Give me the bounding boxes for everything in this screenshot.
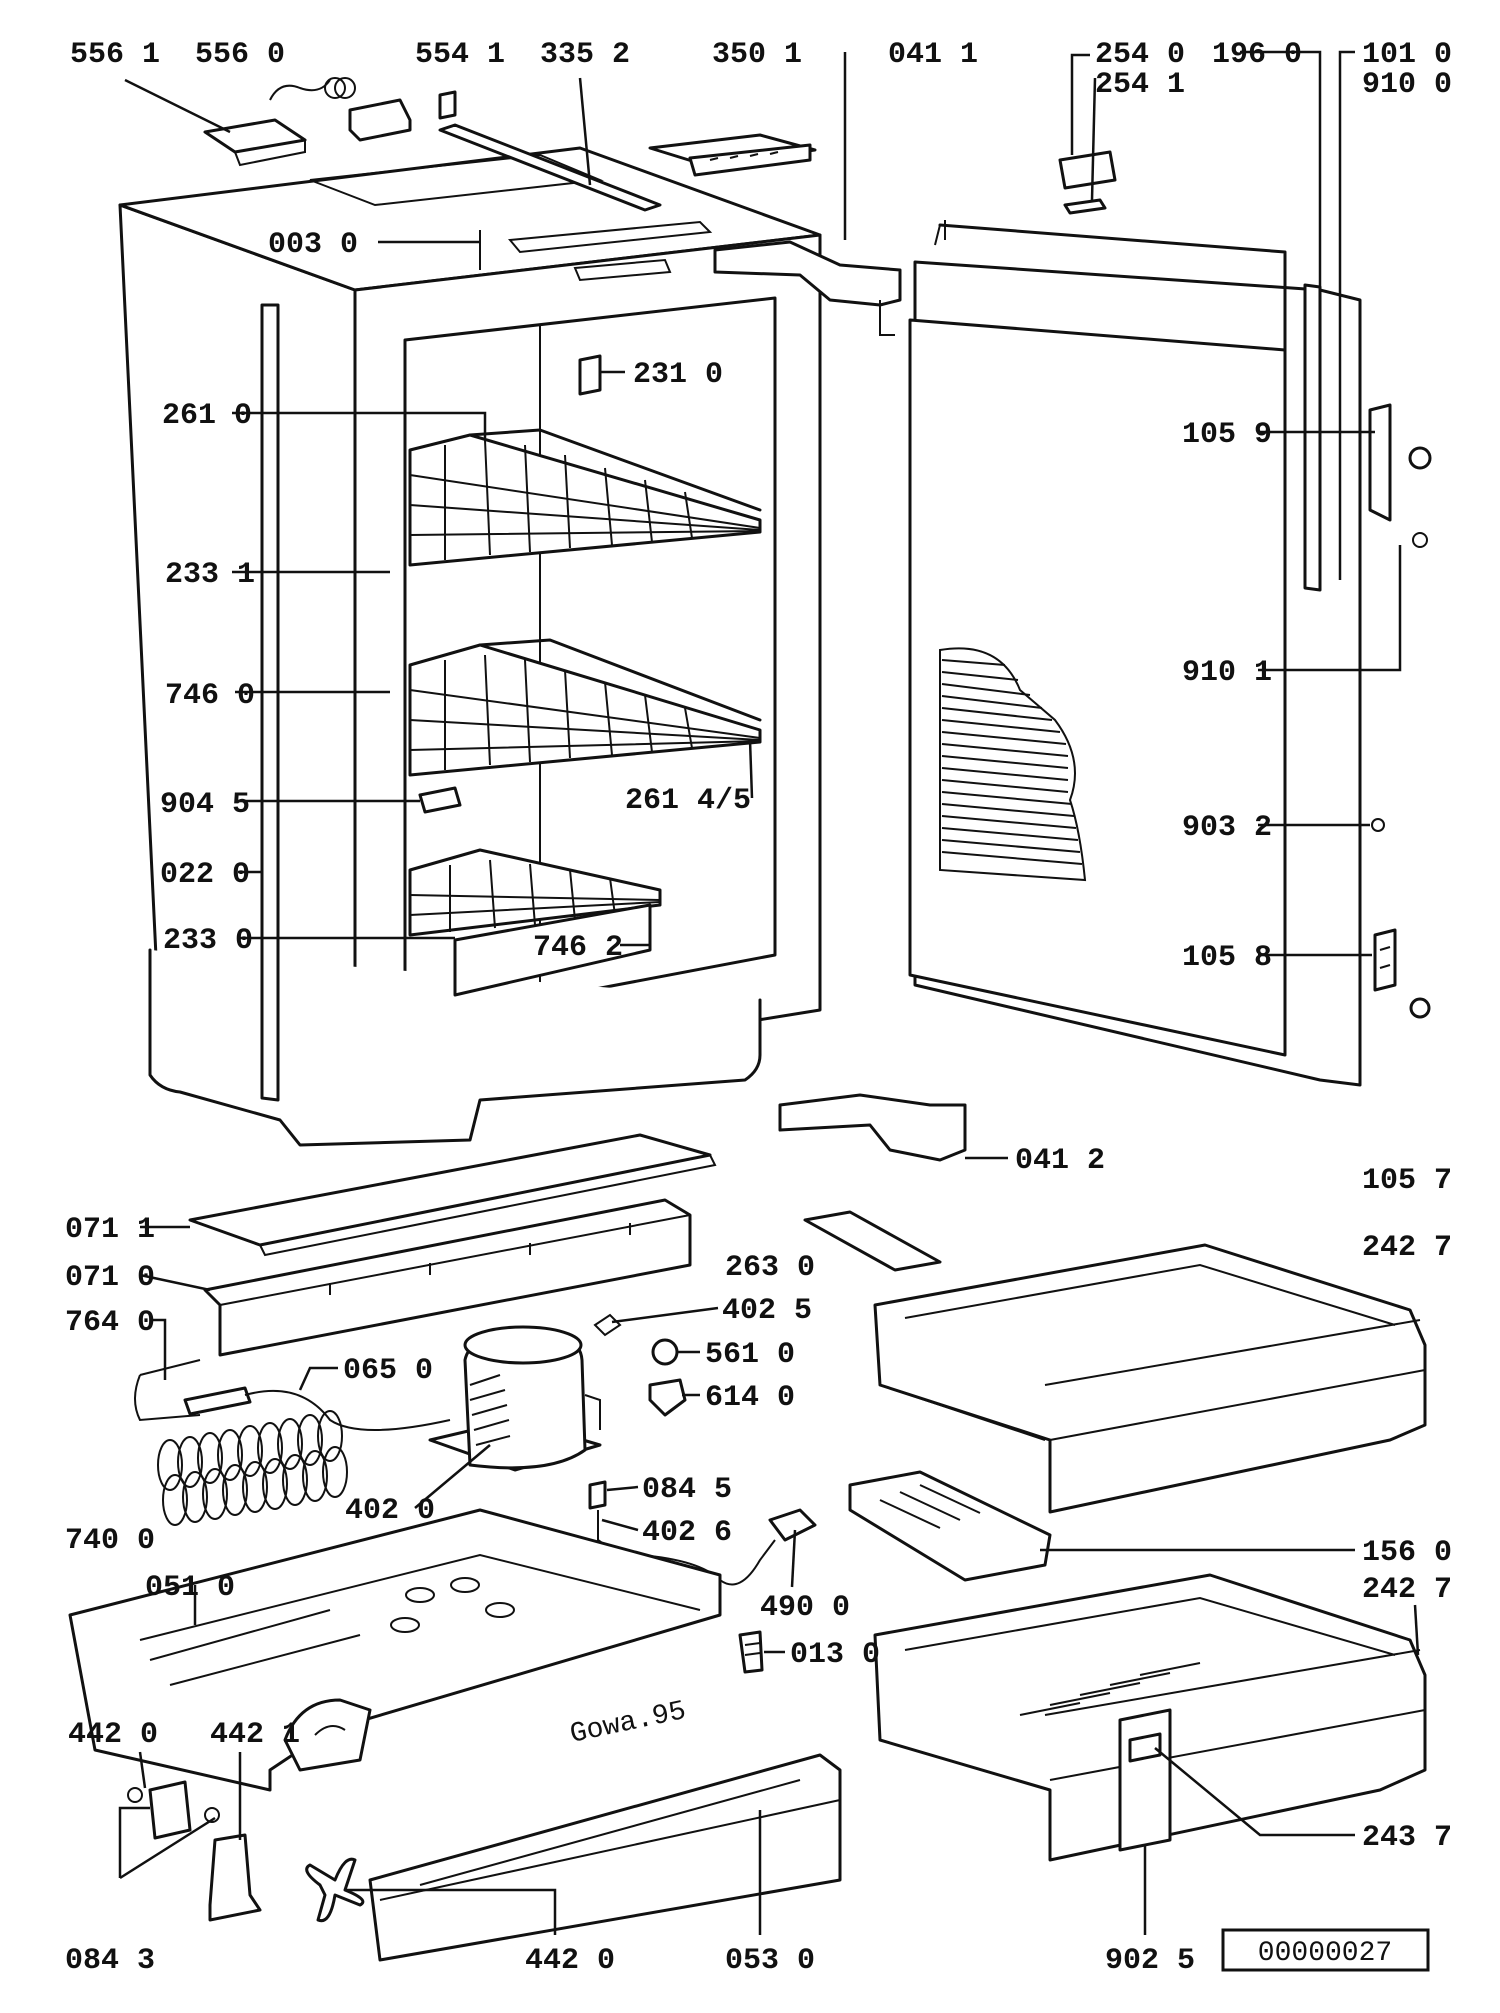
label-254-1: 254 1 xyxy=(1095,68,1185,102)
label-442-0-left: 442 0 xyxy=(68,1718,158,1752)
upper-hinge-041-1 xyxy=(713,240,902,336)
label-065-0: 065 0 xyxy=(343,1354,433,1388)
label-402-0: 402 0 xyxy=(345,1494,435,1528)
cover-plate-071-1 xyxy=(188,1133,717,1257)
capillary-tube-065-0 xyxy=(244,1389,451,1431)
label-105-8: 105 8 xyxy=(1182,941,1272,975)
door-hinge-cap-105-9 xyxy=(1368,403,1432,548)
trim-strip-335-2 xyxy=(438,123,662,212)
label-242-7-upper: 242 7 xyxy=(1362,1231,1452,1265)
label-335-2: 335 2 xyxy=(540,38,630,72)
label-053-0: 053 0 xyxy=(725,1944,815,1978)
label-746-0: 746 0 xyxy=(165,679,255,713)
label-261-4-5: 261 4/5 xyxy=(625,784,751,818)
relay-parts xyxy=(588,1313,687,1546)
condenser-740-0 xyxy=(134,1359,348,1526)
label-084-5: 084 5 xyxy=(642,1473,732,1507)
compressor-tray-051-0 xyxy=(68,1508,722,1792)
reference-number-box: 00000027 xyxy=(1221,1928,1430,1972)
shelf-middle xyxy=(408,638,762,777)
door-handle-254 xyxy=(1058,150,1117,215)
label-105-7: 105 7 xyxy=(1362,1164,1452,1198)
label-263-0: 263 0 xyxy=(725,1251,815,1285)
leader-lines xyxy=(118,50,1420,1935)
label-614-0: 614 0 xyxy=(705,1381,795,1415)
door-insulation-cutaway xyxy=(939,647,1087,882)
control-panel-350-1 xyxy=(648,133,817,177)
bin-support-263-0 xyxy=(803,1210,942,1272)
ice-tray-156-0 xyxy=(848,1470,1052,1582)
door-hinge-cap-105-8 xyxy=(1373,928,1431,1019)
label-041-1: 041 1 xyxy=(888,38,978,72)
label-556-0: 556 0 xyxy=(195,38,285,72)
label-105-9: 105 9 xyxy=(1182,418,1272,452)
light-switch-554-1 xyxy=(438,90,457,120)
label-490-0: 490 0 xyxy=(760,1591,850,1625)
light-cover-231-0 xyxy=(578,354,602,396)
label-013-0: 013 0 xyxy=(790,1638,880,1672)
label-233-1: 233 1 xyxy=(165,558,255,592)
front-grille-053-0 xyxy=(368,1753,842,1962)
label-233-0: 233 0 xyxy=(163,924,253,958)
bracket-904-5 xyxy=(418,786,462,814)
label-051-0: 051 0 xyxy=(145,1571,235,1605)
label-402-6: 402 6 xyxy=(642,1516,732,1550)
crisper-bin-lower-242-7 xyxy=(873,1573,1427,1862)
foot-screw-013-0 xyxy=(738,1630,764,1674)
shelf-upper xyxy=(408,428,762,567)
label-442-0-bottom: 442 0 xyxy=(525,1944,615,1978)
shelf-lower xyxy=(408,848,662,997)
label-910-0: 910 0 xyxy=(1362,68,1452,102)
tray-stamp: Gowa.95 xyxy=(567,1696,688,1751)
label-556-1: 556 1 xyxy=(70,38,160,72)
door-stop-903-2 xyxy=(1371,818,1385,832)
label-740-0: 740 0 xyxy=(65,1524,155,1558)
fan-bracket-442-1 xyxy=(204,1807,262,1922)
door-101-0 xyxy=(908,220,1362,1087)
callout-labels: 556 1 556 0 554 1 335 2 350 1 041 1 254 … xyxy=(65,38,1452,1978)
ventilation-grille-071-0 xyxy=(203,1198,692,1357)
thermostat-556-0 xyxy=(269,77,412,142)
label-243-7: 243 7 xyxy=(1362,1821,1452,1855)
label-902-5: 902 5 xyxy=(1105,1944,1195,1978)
label-764-0: 764 0 xyxy=(65,1306,155,1340)
label-910-1: 910 1 xyxy=(1182,656,1272,690)
fan-motor-442-0 xyxy=(127,1780,192,1840)
label-561-0: 561 0 xyxy=(705,1338,795,1372)
label-041-2: 041 2 xyxy=(1015,1144,1105,1178)
compressor-402-0 xyxy=(428,1325,602,1472)
label-071-0: 071 0 xyxy=(65,1261,155,1295)
label-101-0: 101 0 xyxy=(1362,38,1452,72)
thermostat-knob-556-1 xyxy=(203,118,307,167)
label-071-1: 071 1 xyxy=(65,1213,155,1247)
label-350-1: 350 1 xyxy=(712,38,802,72)
label-402-5: 402 5 xyxy=(722,1294,812,1328)
label-746-2: 746 2 xyxy=(533,931,623,965)
reference-number: 00000027 xyxy=(1258,1938,1392,1969)
label-022-0: 022 0 xyxy=(160,858,250,892)
label-156-0: 156 0 xyxy=(1362,1536,1452,1570)
label-242-7-lower: 242 7 xyxy=(1362,1573,1452,1607)
crisper-bin-upper-242-7 xyxy=(873,1243,1427,1514)
label-903-2: 903 2 xyxy=(1182,811,1272,845)
label-254-0: 254 0 xyxy=(1095,38,1185,72)
label-442-1: 442 1 xyxy=(210,1718,300,1752)
lower-hinge-041-2 xyxy=(778,1093,967,1162)
label-084-3: 084 3 xyxy=(65,1944,155,1978)
label-196-0: 196 0 xyxy=(1212,38,1302,72)
label-554-1: 554 1 xyxy=(415,38,505,72)
label-003-0: 003 0 xyxy=(268,228,358,262)
label-231-0: 231 0 xyxy=(633,358,723,392)
label-904-5: 904 5 xyxy=(160,788,250,822)
label-261-0: 261 0 xyxy=(162,399,252,433)
